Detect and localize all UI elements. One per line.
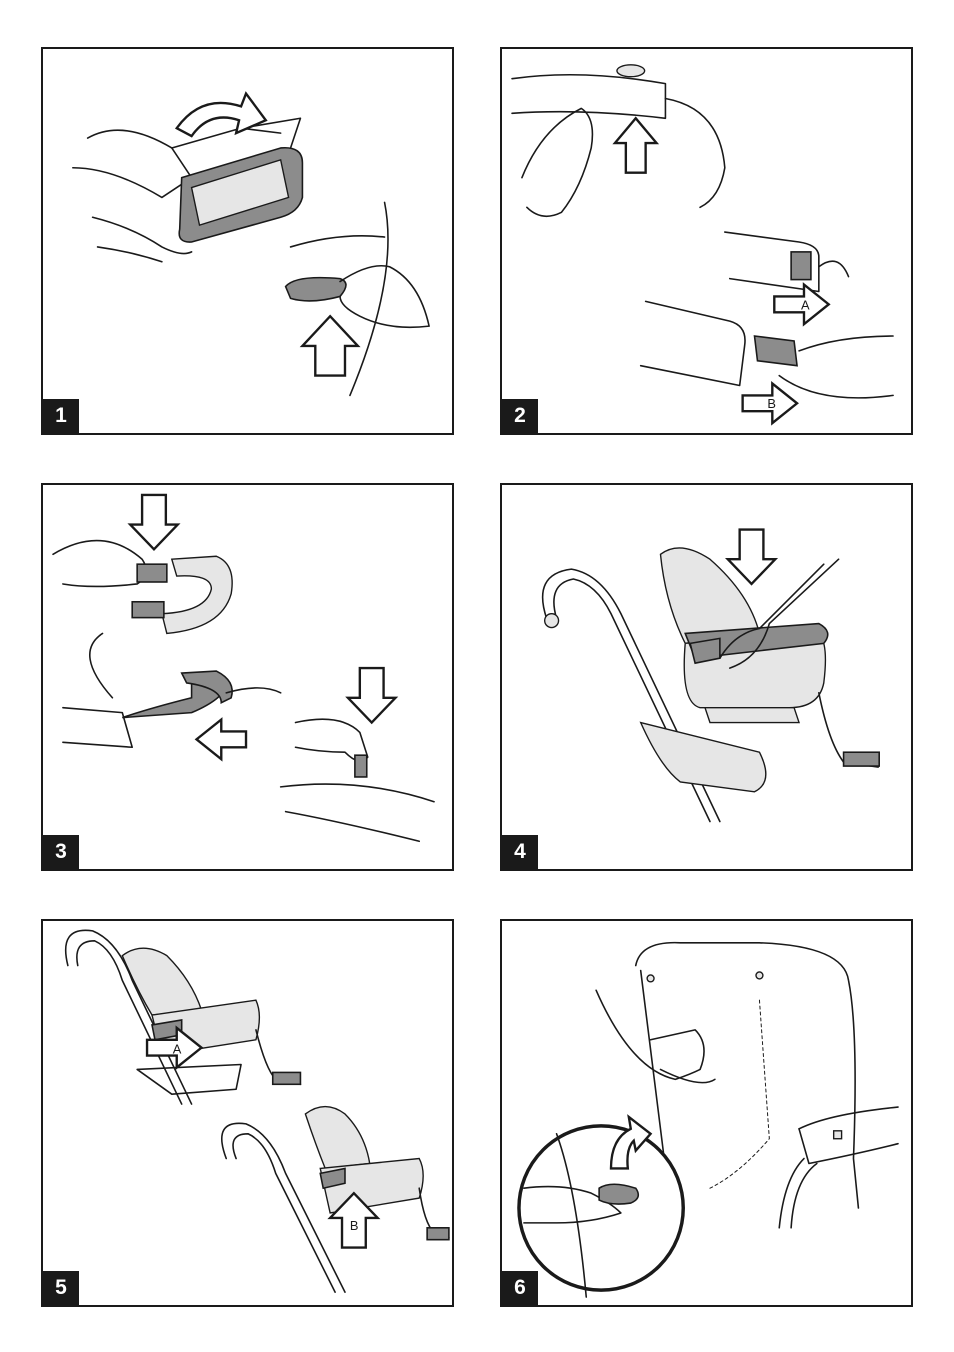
step-4-panel: 4 <box>500 483 913 871</box>
arrow-b-label: B <box>767 396 776 411</box>
step-number-badge: 5 <box>43 1271 79 1305</box>
step-number-badge: 3 <box>43 835 79 869</box>
step-1-illustration <box>43 49 452 433</box>
step-number-badge: 1 <box>43 399 79 433</box>
up-arrow-icon <box>615 118 657 172</box>
step-3-illustration <box>43 485 452 869</box>
step-2-illustration: A B <box>502 49 911 433</box>
up-arrow-icon <box>302 316 357 375</box>
down-arrow-icon <box>348 668 396 722</box>
step-number-badge: 4 <box>502 835 538 869</box>
arrow-a-label: A <box>801 297 810 312</box>
step-2-panel: A B 2 <box>500 47 913 435</box>
down-arrow-icon <box>728 530 776 584</box>
step-5-illustration: A B <box>43 921 452 1305</box>
detail-magnifier <box>519 1126 683 1290</box>
left-arrow-icon <box>197 720 246 760</box>
step-6-panel: 6 <box>500 919 913 1307</box>
arrow-a-label: A <box>173 1042 182 1057</box>
step-1-panel: 1 <box>41 47 454 435</box>
arrow-b-label: B <box>350 1218 359 1233</box>
step-4-illustration <box>502 485 911 869</box>
step-6-illustration <box>502 921 911 1305</box>
step-3-panel: 3 <box>41 483 454 871</box>
step-number-badge: 2 <box>502 399 538 433</box>
down-arrow-icon <box>130 495 178 549</box>
step-number-badge: 6 <box>502 1271 538 1305</box>
step-5-panel: A B 5 <box>41 919 454 1307</box>
